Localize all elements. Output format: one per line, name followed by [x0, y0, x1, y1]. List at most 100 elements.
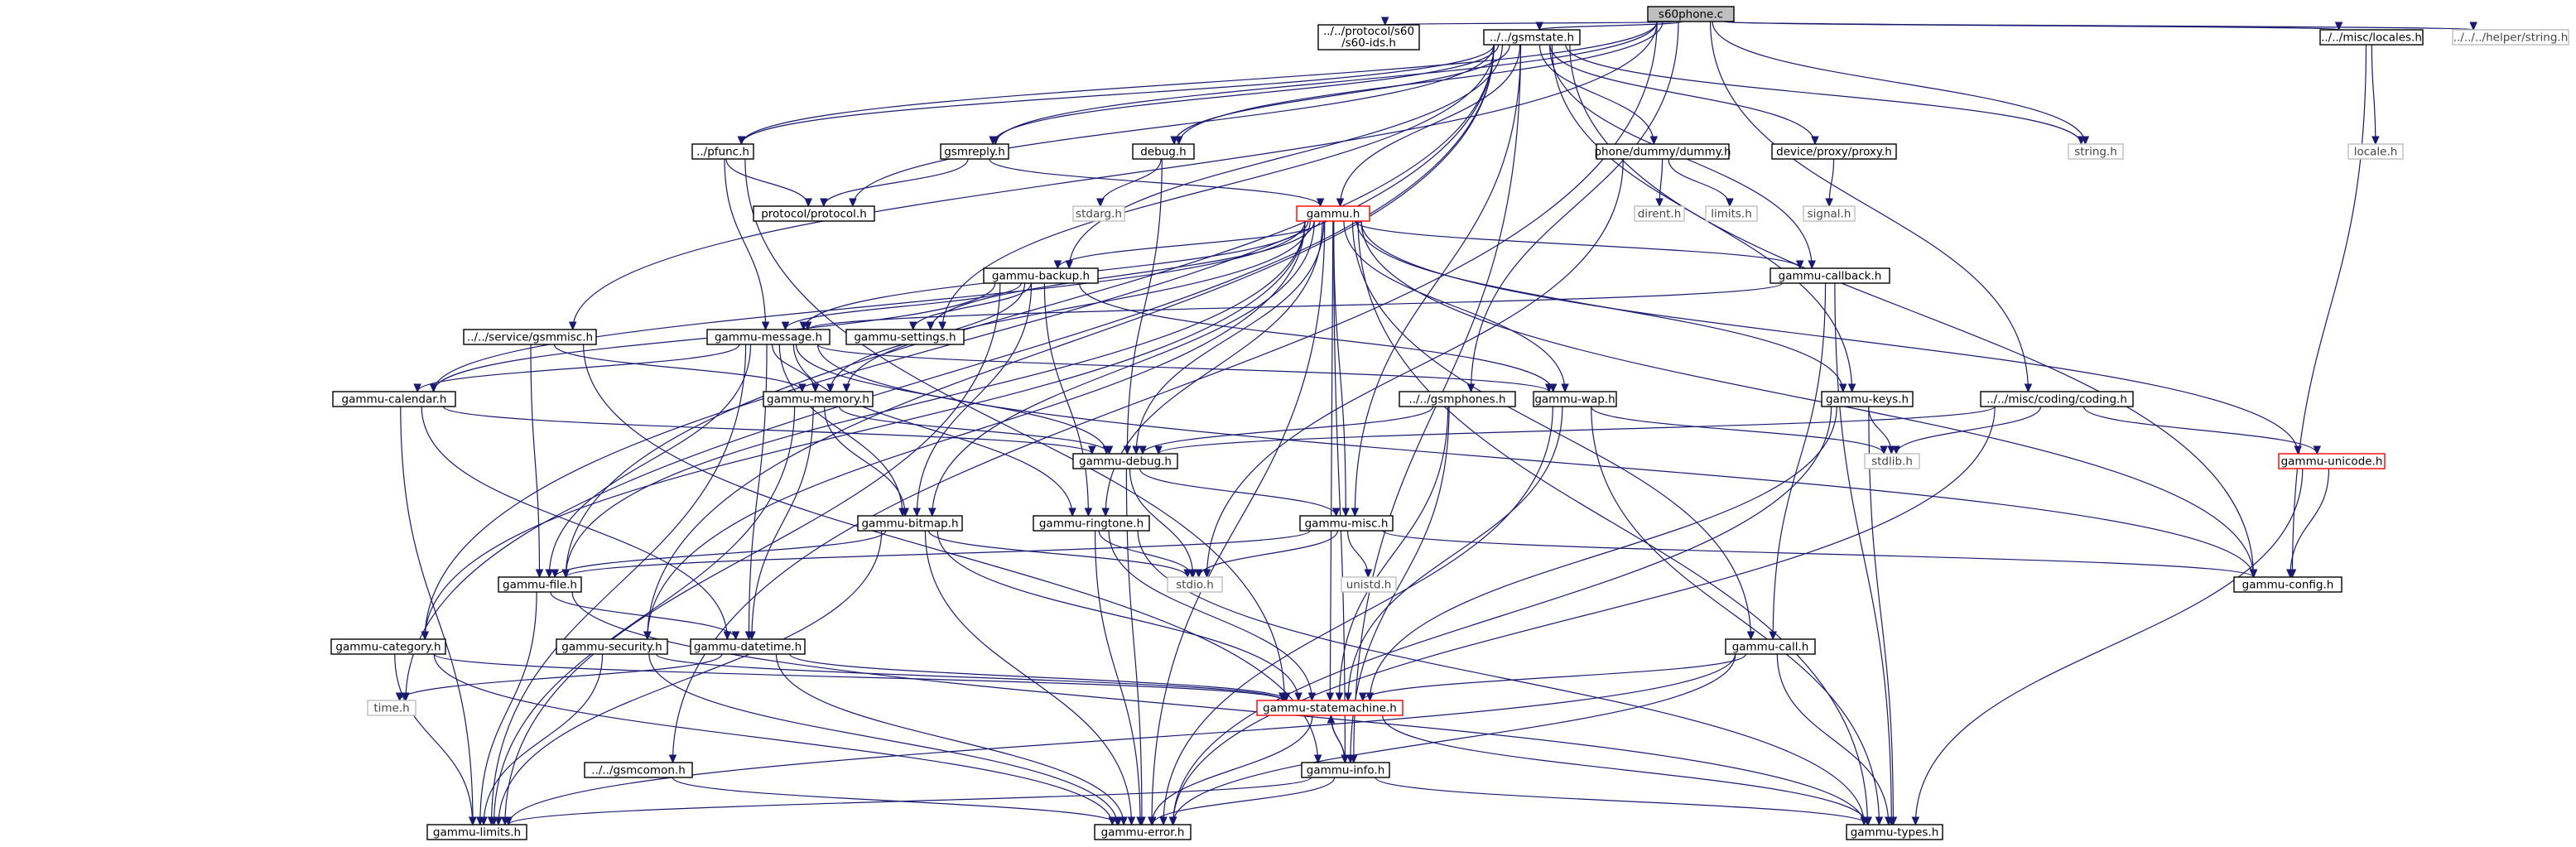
- edge-arrowhead: [1188, 569, 1197, 579]
- node-stdio[interactable]: stdio.h: [1167, 576, 1223, 593]
- edge-arrowhead: [1344, 692, 1352, 702]
- node-calendar[interactable]: gammu-calendar.h: [332, 391, 456, 407]
- node-helperstring[interactable]: ../../../helper/string.h: [2452, 29, 2569, 46]
- node-box-s60phone: [1647, 6, 1735, 22]
- node-category[interactable]: gammu-category.h: [330, 638, 446, 655]
- edge-line: [565, 44, 1495, 578]
- node-wap[interactable]: gammu-wap.h: [1533, 391, 1617, 407]
- node-label-stdio: stdio.h: [1176, 579, 1214, 592]
- node-debug[interactable]: gammu-debug.h: [1072, 453, 1178, 469]
- edge-line: [550, 591, 737, 640]
- node-stringh[interactable]: string.h: [2068, 143, 2124, 160]
- node-error[interactable]: gammu-error.h: [1094, 824, 1192, 840]
- node-pfunc[interactable]: ../pfunc.h: [691, 143, 754, 160]
- edge-arrowhead: [1885, 816, 1893, 826]
- edge-line: [398, 653, 723, 701]
- node-stdarg[interactable]: stdarg.h: [1072, 205, 1125, 222]
- edge-arrowhead: [1123, 445, 1132, 455]
- node-locales[interactable]: ../../misc/locales.h: [2319, 29, 2424, 46]
- edge-line: [1172, 406, 1832, 825]
- edge-arrowhead: [494, 816, 503, 826]
- node-label-timeh: time.h: [373, 702, 409, 715]
- node-box-call: [1725, 638, 1816, 655]
- edge-memory-to-debug: [838, 406, 1114, 455]
- node-signal[interactable]: signal.h: [1803, 205, 1856, 222]
- node-memory[interactable]: gammu-memory.h: [763, 391, 874, 407]
- node-s60phone[interactable]: s60phone.c: [1647, 6, 1735, 22]
- node-security[interactable]: gammu-security.h: [556, 638, 668, 655]
- edge-arrowhead: [1335, 692, 1344, 702]
- edge-statemachine-to-types: [1382, 715, 1872, 826]
- edge-arrowhead: [568, 321, 577, 331]
- node-config[interactable]: gammu-config.h: [2233, 576, 2342, 593]
- node-s60ids[interactable]: ../../protocol/s60/s60-ids.h: [1317, 24, 1420, 51]
- node-gammuh[interactable]: gammu.h: [1296, 205, 1370, 222]
- edge-line: [1173, 44, 1510, 145]
- node-label-gammuh: gammu.h: [1307, 208, 1360, 221]
- edge-arrowhead: [1825, 198, 1833, 208]
- node-label-category: gammu-category.h: [335, 641, 441, 654]
- edge-line: [530, 344, 541, 578]
- node-keys[interactable]: gammu-keys.h: [1821, 391, 1914, 407]
- node-bitmap[interactable]: gammu-bitmap.h: [857, 515, 963, 532]
- node-settings[interactable]: gammu-settings.h: [845, 329, 965, 345]
- node-file[interactable]: gammu-file.h: [498, 576, 582, 593]
- edge-line: [433, 653, 1283, 701]
- node-stdlib[interactable]: stdlib.h: [1864, 453, 1920, 469]
- node-debugh[interactable]: debug.h: [1132, 143, 1195, 160]
- node-box-file: [498, 576, 582, 593]
- edge-keys-to-statemachine: [1365, 406, 1837, 702]
- node-dirent[interactable]: dirent.h: [1634, 205, 1685, 222]
- node-proxy[interactable]: device/proxy/proxy.h: [1771, 143, 1897, 160]
- edge-gsmstate-to-debugh: [1170, 44, 1510, 146]
- edge-backup-to-message: [781, 282, 1022, 331]
- edge-line: [823, 158, 969, 207]
- node-label-bitmap: gammu-bitmap.h: [861, 517, 958, 531]
- node-types[interactable]: gammu-types.h: [1846, 824, 1943, 840]
- edge-arrowhead: [1655, 198, 1664, 208]
- edge-arrowhead: [849, 198, 857, 208]
- node-limits[interactable]: gammu-limits.h: [426, 824, 527, 840]
- edge-arrowhead: [1068, 508, 1076, 517]
- node-label-proxy: device/proxy/proxy.h: [1776, 146, 1892, 159]
- node-coding[interactable]: ../../misc/coding/coding.h: [1980, 391, 2134, 407]
- edge-arrowhead: [1202, 569, 1211, 579]
- edge-arrowhead: [2077, 136, 2086, 146]
- node-callback[interactable]: gammu-callback.h: [1769, 267, 1890, 284]
- node-call[interactable]: gammu-call.h: [1725, 638, 1816, 655]
- edge-arrowhead: [1313, 754, 1322, 764]
- node-info[interactable]: gammu-info.h: [1301, 762, 1390, 778]
- node-gsmphones[interactable]: ../../gsmphones.h: [1399, 391, 1516, 407]
- edge-line: [1360, 220, 2255, 578]
- node-unicode[interactable]: gammu-unicode.h: [2278, 453, 2386, 469]
- edge-message-to-memory: [772, 344, 820, 393]
- node-gsmmisc[interactable]: ../../service/gsmmisc.h: [463, 329, 597, 345]
- node-datetime[interactable]: gammu-datetime.h: [690, 638, 806, 655]
- edge-line: [2290, 468, 2330, 578]
- node-ringtone[interactable]: gammu-ringtone.h: [1033, 515, 1150, 532]
- node-protocol[interactable]: protocol/protocol.h: [753, 205, 875, 222]
- edge-line: [1895, 406, 2042, 455]
- node-dummy[interactable]: phone/dummy/dummy.h: [1594, 143, 1731, 160]
- edge-gsmphones-to-info: [1346, 406, 1450, 764]
- node-misc[interactable]: gammu-misc.h: [1299, 515, 1394, 532]
- node-box-timeh: [367, 700, 416, 716]
- edge-line: [994, 21, 1658, 145]
- node-gsmreply[interactable]: gsmreply.h: [940, 143, 1009, 160]
- node-backup[interactable]: gammu-backup.h: [983, 267, 1099, 284]
- node-label-call: gammu-call.h: [1732, 641, 1809, 654]
- node-gsmstate[interactable]: ../../gsmstate.h: [1483, 29, 1581, 46]
- edge-arrowhead: [1887, 445, 1895, 455]
- edge-pfunc-to-protocol: [725, 158, 813, 208]
- node-timeh[interactable]: time.h: [367, 700, 416, 716]
- node-gsmcomon[interactable]: ../../gsmcomon.h: [584, 762, 693, 778]
- node-label-backup: gammu-backup.h: [992, 270, 1090, 283]
- node-message[interactable]: gammu-message.h: [706, 329, 831, 345]
- node-localeh[interactable]: locale.h: [2347, 143, 2404, 160]
- node-box-security: [556, 638, 668, 655]
- edge-debugh-to-debug: [1123, 158, 1163, 455]
- node-limitsh[interactable]: limits.h: [1705, 205, 1758, 222]
- edge-gammuh-to-category: [421, 220, 1306, 641]
- node-unistd[interactable]: unistd.h: [1341, 576, 1397, 593]
- node-statemachine[interactable]: gammu-statemachine.h: [1256, 700, 1404, 716]
